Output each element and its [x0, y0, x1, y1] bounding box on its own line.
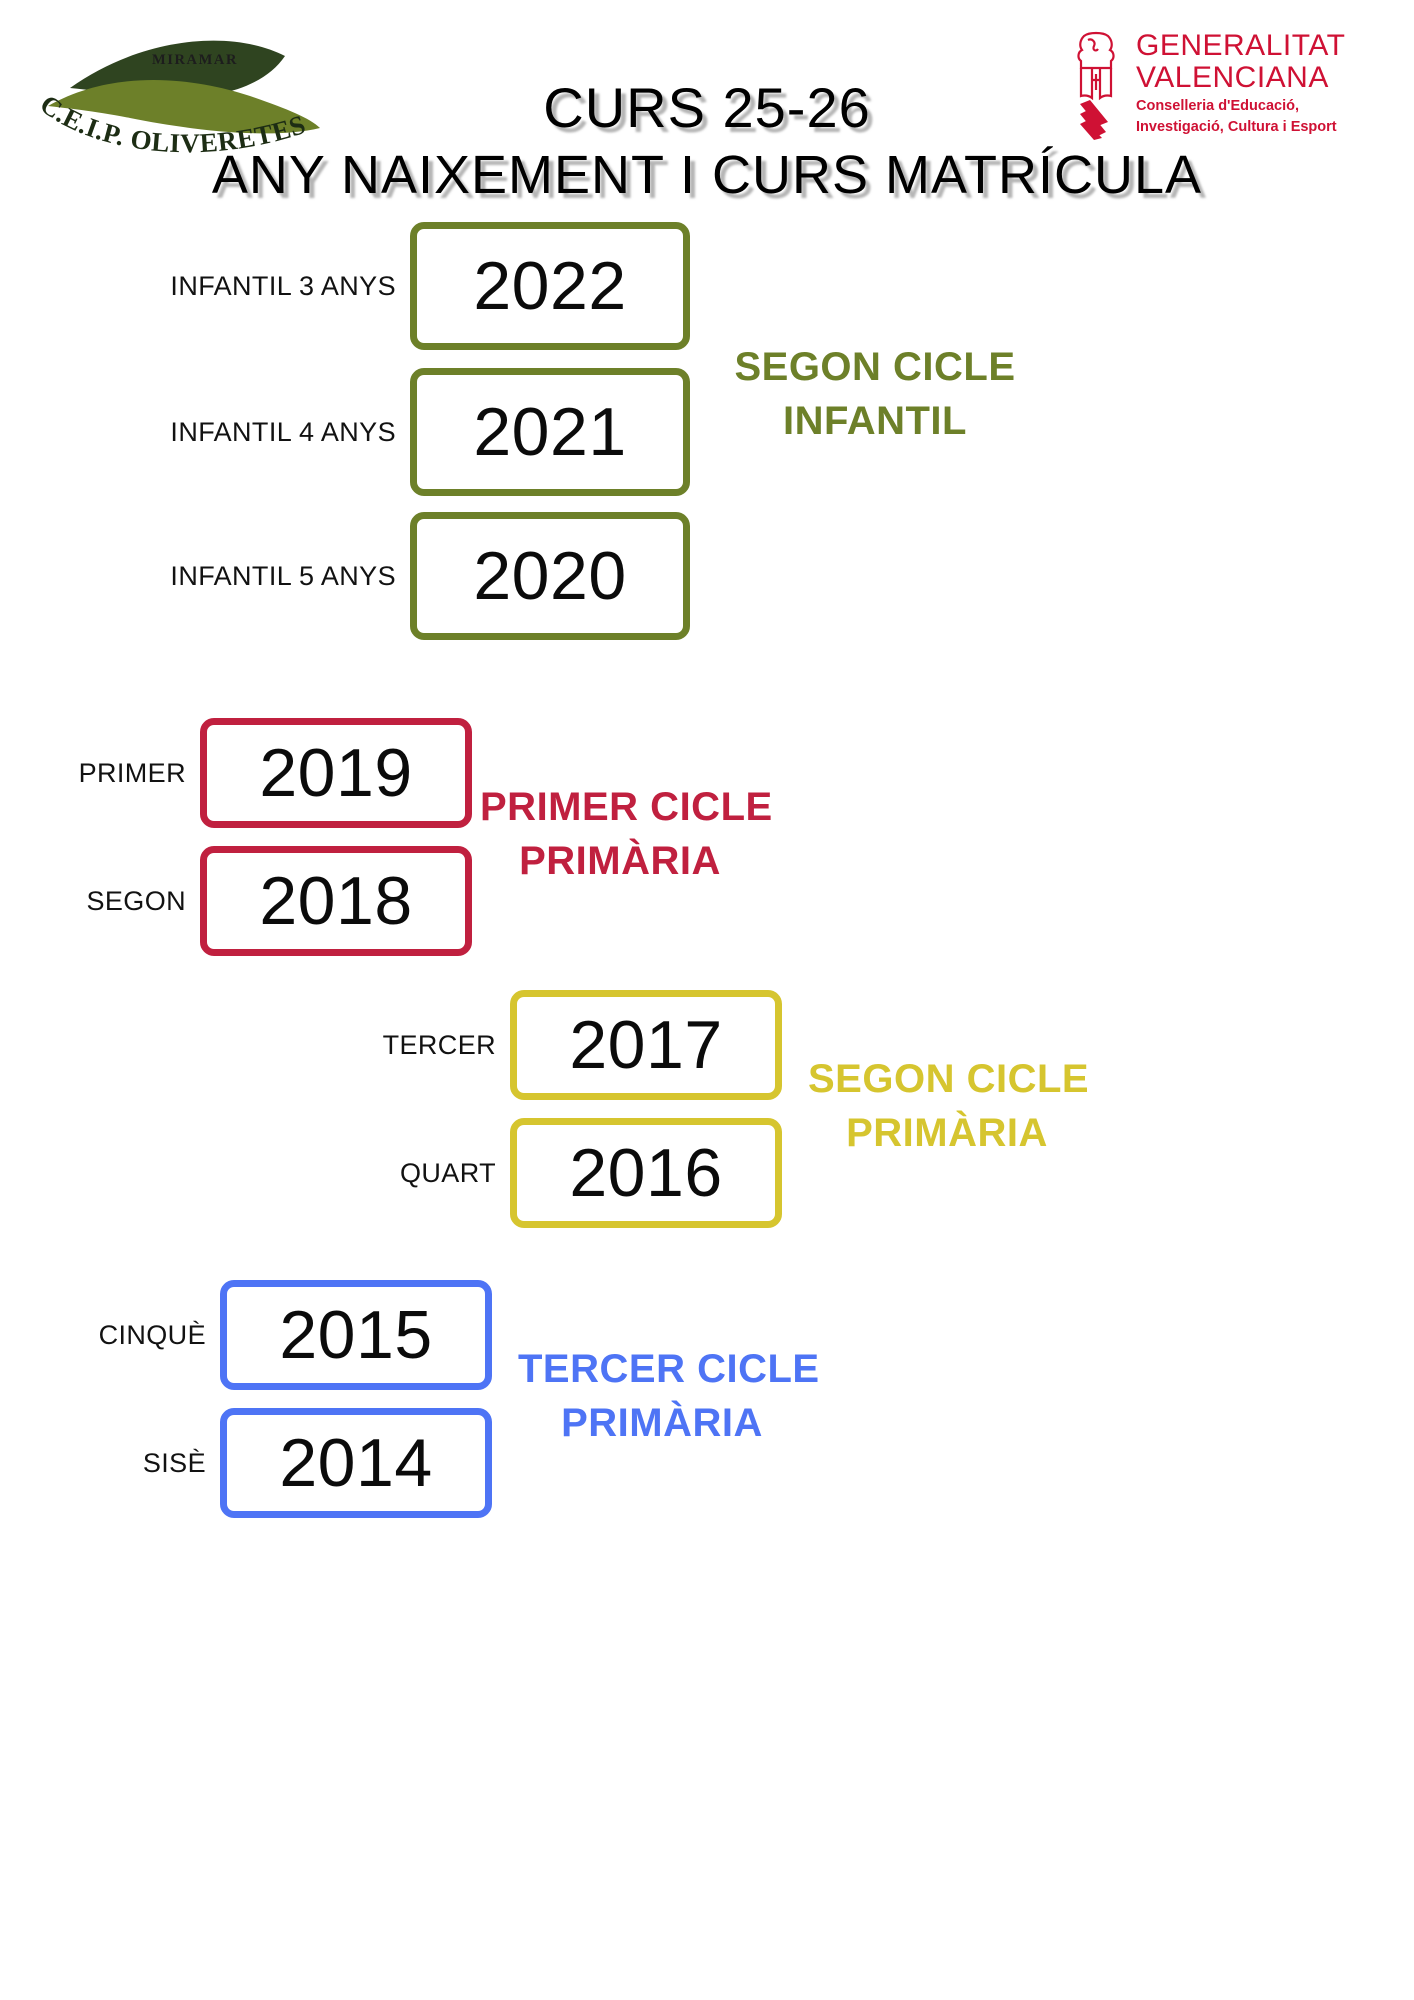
year-value: 2019 — [259, 735, 413, 811]
year-value: 2017 — [569, 1007, 723, 1083]
cycle-label-line2: PRIMÀRIA — [846, 1111, 1048, 1155]
row-label: SISÈ — [142, 1447, 206, 1478]
year-value: 2015 — [279, 1297, 433, 1373]
cycle-label-line1: PRIMER CICLE — [480, 785, 773, 829]
row-tercer: TERCER 2017 — [310, 990, 782, 1100]
cycle-label-line1: SEGON CICLE — [808, 1057, 1090, 1101]
cycle-label-line1: TERCER CICLE — [518, 1347, 820, 1391]
cycle-label-line2: INFANTIL — [783, 399, 967, 443]
year-box: 2021 — [410, 368, 690, 496]
page-title-block: CURS 25-26 ANY NAIXEMENT I CURS MATRÍCUL… — [0, 78, 1414, 206]
year-box: 2015 — [220, 1280, 492, 1390]
year-value: 2021 — [473, 394, 627, 470]
row-cinque: CINQUÈ 2015 — [30, 1280, 492, 1390]
cycle-label-line2: PRIMÀRIA — [519, 839, 721, 883]
row-label: PRIMER — [78, 757, 186, 788]
year-value: 2022 — [473, 248, 627, 324]
year-box: 2018 — [200, 846, 472, 956]
year-value: 2018 — [259, 863, 413, 939]
cycle-label-line2: PRIMÀRIA — [561, 1401, 763, 1445]
row-label: CINQUÈ — [98, 1319, 206, 1350]
group-segon-cicle-primaria: TERCER 2017 QUART 2016 SEGON CICLE PRIMÀ… — [0, 990, 1414, 1240]
row-label: INFANTIL 5 ANYS — [170, 560, 396, 591]
group-tercer-cicle-primaria: CINQUÈ 2015 SISÈ 2014 TERCER CICLE PRIMÀ… — [0, 1280, 1414, 1530]
school-logo: MIRAMAR C.E.I.P. OLIVERETES — [20, 18, 350, 168]
year-value: 2014 — [279, 1425, 433, 1501]
year-box: 2014 — [220, 1408, 492, 1518]
row-label: TERCER — [382, 1029, 496, 1060]
year-value: 2016 — [569, 1135, 723, 1211]
year-value: 2020 — [473, 538, 627, 614]
cycle-label-tercer-cicle: TERCER CICLE PRIMÀRIA — [518, 1342, 918, 1450]
logo-miramar-text: MIRAMAR — [152, 52, 238, 68]
row-infantil-4-anys: INFANTIL 4 ANYS 2021 — [135, 368, 690, 496]
logo-swoosh-mid — [48, 80, 320, 134]
year-box: 2017 — [510, 990, 782, 1100]
group-segon-cicle-infantil: INFANTIL 3 ANYS 2022 INFANTIL 4 ANYS 202… — [0, 222, 1414, 640]
row-quart: QUART 2016 — [310, 1118, 782, 1228]
row-primer: PRIMER 2019 — [0, 718, 472, 828]
valencia-shield-icon — [1077, 31, 1115, 140]
row-label: INFANTIL 3 ANYS — [170, 270, 396, 301]
gv-subtitle-line2: Investigació, Cultura i Esport — [1136, 119, 1337, 135]
gv-title-line1: GENERALITAT — [1136, 29, 1346, 62]
page-title-subtitle: ANY NAIXEMENT I CURS MATRÍCULA — [211, 145, 1203, 205]
page-header: MIRAMAR C.E.I.P. OLIVERETES — [0, 0, 1414, 250]
cycle-label-infantil: SEGON CICLE INFANTIL — [710, 340, 1040, 448]
row-label: SEGON — [86, 885, 186, 916]
cycle-label-primer-cicle: PRIMER CICLE PRIMÀRIA — [480, 780, 880, 888]
group-primer-cicle-primaria: PRIMER 2019 SEGON 2018 PRIMER CICLE PRIM… — [0, 718, 1414, 968]
page-title-curs: CURS 25-26 — [543, 76, 871, 139]
row-infantil-5-anys: INFANTIL 5 ANYS 2020 — [135, 512, 690, 640]
cycle-label-line1: SEGON CICLE — [734, 345, 1016, 389]
year-box: 2019 — [200, 718, 472, 828]
row-infantil-3-anys: INFANTIL 3 ANYS 2022 — [135, 222, 690, 350]
year-box: 2022 — [410, 222, 690, 350]
row-segon: SEGON 2018 — [0, 846, 472, 956]
year-box: 2020 — [410, 512, 690, 640]
gv-title-line2: VALENCIANA — [1136, 61, 1329, 94]
row-label: INFANTIL 4 ANYS — [170, 416, 396, 447]
row-sise: SISÈ 2014 — [30, 1408, 492, 1518]
cycle-label-segon-cicle-primaria: SEGON CICLE PRIMÀRIA — [808, 1052, 1208, 1160]
gv-subtitle-line1: Conselleria d'Educació, — [1136, 98, 1299, 114]
year-box: 2016 — [510, 1118, 782, 1228]
row-label: QUART — [399, 1157, 496, 1188]
generalitat-valenciana-logo: GENERALITAT VALENCIANA Conselleria d'Edu… — [1068, 30, 1398, 150]
